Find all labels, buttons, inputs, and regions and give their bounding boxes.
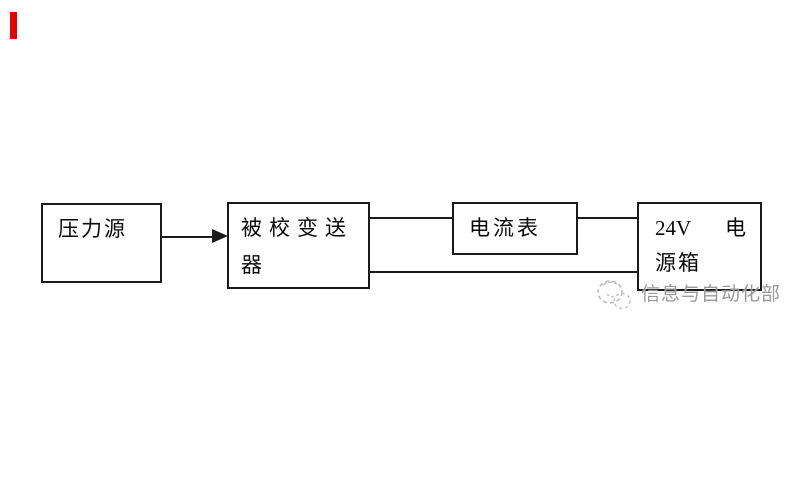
arrowhead-icon [212,229,228,243]
watermark-sketch-logo-icon [597,280,631,310]
connector-transmitter-to-ammeter [370,217,452,219]
watermark: 信息与自动化部 [593,275,781,312]
box-power-supply-label-line1: 24V 电 [655,216,746,240]
box-pressure-source: 压力源 [41,203,162,283]
box-power-supply: 24V 电 源箱 [637,202,762,291]
watermark-text: 信息与自动化部 [641,284,782,305]
connector-transmitter-to-power-box [370,271,637,273]
box-power-supply-label-line2: 源箱 [655,251,701,275]
red-accent-bar [10,12,17,39]
box-ammeter-label: 电流表 [469,216,541,240]
connector-ammeter-to-power-box [578,217,637,219]
box-transmitter-label: 被校变送器 [241,216,353,277]
box-transmitter-under-calibration: 被校变送器 [227,202,370,289]
box-ammeter: 电流表 [452,202,578,255]
box-pressure-source-label: 压力源 [58,217,127,241]
connector-pressure-to-transmitter [162,236,214,238]
